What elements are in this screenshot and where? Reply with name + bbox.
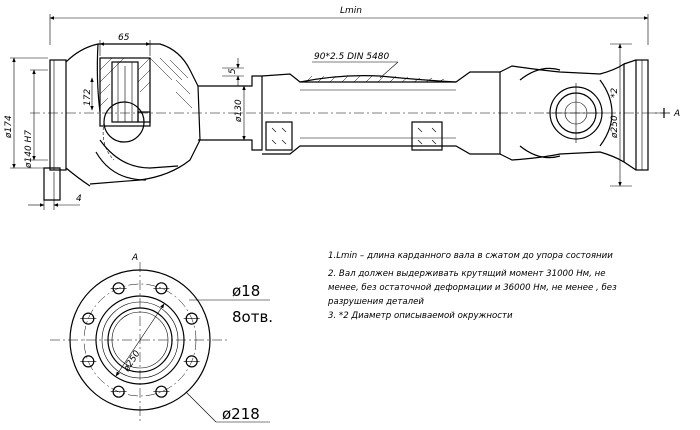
flange-offset-label: 4: [76, 194, 82, 204]
outer-dia-label: ø218: [222, 405, 260, 423]
right-yoke: [499, 62, 625, 164]
step-label: 5: [228, 68, 238, 74]
view-a-title: A: [131, 253, 138, 263]
shaft-tube-label: 90*2.5 DIN 5480: [314, 52, 389, 62]
pilot-circle: [95, 295, 185, 385]
note-3: 3. *2 Диаметр описываемой окружности: [328, 311, 513, 321]
hole-dia-label: ø18: [232, 282, 260, 300]
flange-pilot-label: ø140 H7: [24, 130, 34, 169]
technical-notes: 1.Lmin – длина карданного вала в сжатом …: [327, 251, 617, 321]
bolt-circle-side-label: 172: [83, 89, 93, 106]
overall-length-label: Lmin: [340, 6, 362, 16]
note-1: 1.Lmin – длина карданного вала в сжатом …: [328, 251, 613, 261]
note-2-line-2: менее, без остаточной деформации и 36000…: [328, 283, 617, 293]
flange-outer-label: ø174: [4, 115, 14, 139]
left-yoke: [89, 43, 201, 185]
inner-dia-label: ø250: [122, 349, 143, 375]
main-view: Lmin: [4, 6, 680, 210]
note-2-line-3: разрушения деталей: [327, 297, 424, 307]
swing-dia-label: ø250: [610, 115, 620, 139]
right-flange: [623, 59, 649, 171]
bolt-holes: [80, 282, 200, 398]
tube-dia-label: ø130: [234, 99, 244, 123]
section-marker: A: [673, 109, 680, 119]
bolt-circle: [83, 283, 197, 397]
view-a: A ø250 ø18 8отв. ø218: [50, 253, 273, 423]
flange-outer-circle: [69, 269, 211, 411]
swing-dia-note: *2: [610, 88, 620, 99]
hub-width-label: 65: [118, 33, 130, 43]
left-flange: [43, 43, 99, 201]
splined-shaft: [261, 71, 501, 155]
hole-count-label: 8отв.: [232, 308, 273, 326]
note-2-line-1: 2. Вал должен выдерживать крутящий момен…: [328, 269, 606, 279]
